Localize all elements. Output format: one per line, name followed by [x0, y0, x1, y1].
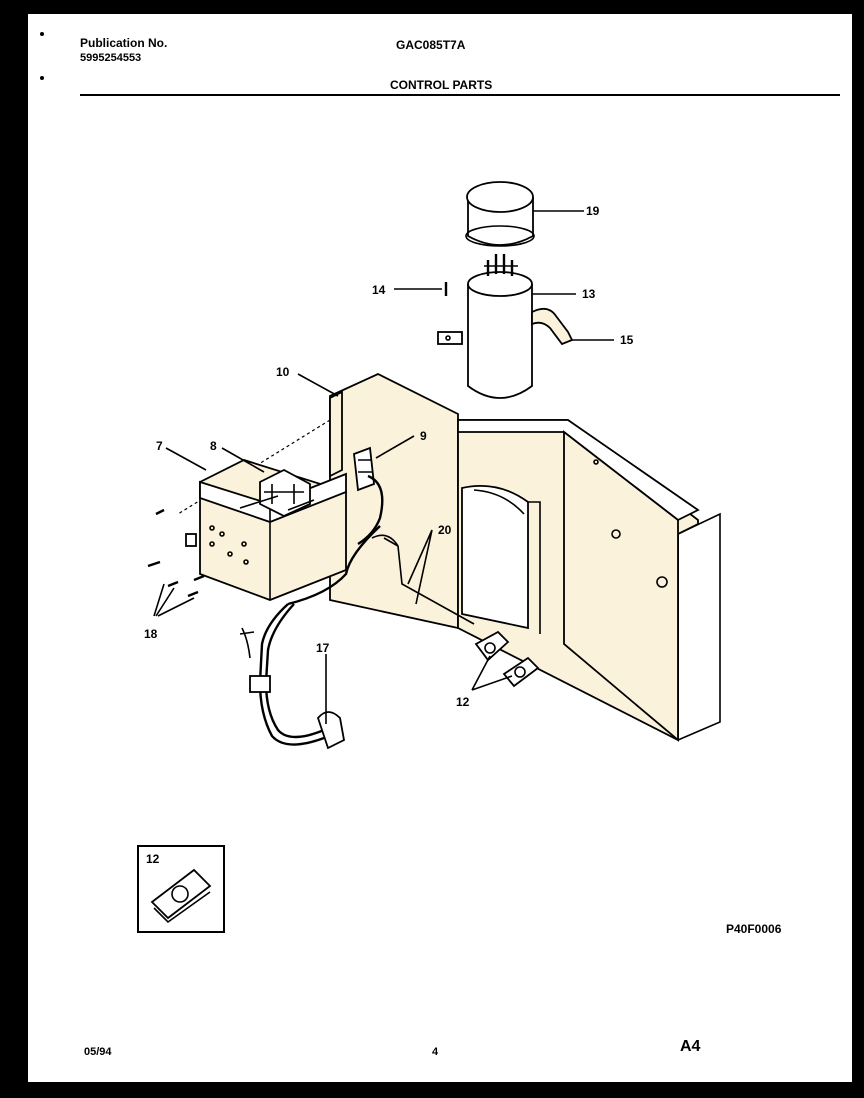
capacitor-cover	[465, 181, 535, 247]
thermostat	[353, 446, 384, 546]
callout-8: 8	[210, 439, 217, 453]
switch-bracket	[177, 390, 343, 515]
capacitor-strap	[531, 307, 574, 346]
callout-14: 14	[372, 283, 386, 297]
callout-13: 13	[582, 287, 596, 301]
publication-label: Publication No.	[80, 36, 168, 50]
callout-17: 17	[316, 641, 330, 655]
punch-mark	[40, 76, 44, 80]
model-number: GAC085T7A	[396, 38, 466, 52]
footer-code: A4	[680, 1038, 701, 1055]
inset-box: 12	[137, 845, 225, 933]
inset-callout-12: 12	[146, 852, 160, 866]
callout-12: 12	[456, 695, 470, 709]
selector-switch	[239, 468, 315, 517]
callout-7: 7	[156, 439, 163, 453]
header-rule	[80, 94, 840, 96]
callout-19: 19	[586, 204, 600, 218]
power-cord	[239, 603, 346, 750]
section-title: CONTROL PARTS	[390, 78, 493, 92]
callout-18: 18	[144, 627, 158, 641]
publication-number: 5995254553	[80, 52, 142, 64]
screws	[147, 508, 205, 617]
callout-9: 9	[420, 429, 427, 443]
drawing-code: P40F0006	[726, 922, 782, 936]
callout-20: 20	[438, 523, 452, 537]
punch-mark	[40, 32, 44, 36]
footer-date: 05/94	[84, 1046, 112, 1058]
grommet	[502, 656, 540, 688]
capacitor	[467, 254, 533, 399]
callout-15: 15	[620, 333, 634, 347]
page-number: 4	[432, 1046, 439, 1058]
grommet	[474, 630, 510, 662]
exploded-parts-diagram: 19 14 13 15 10 9 7 8 20 18 17 12 12	[137, 181, 721, 933]
parts-sheet: Publication No. 5995254553 GAC085T7A CON…	[28, 14, 852, 1082]
capacitor-bracket	[437, 282, 463, 345]
control-panel-housing	[329, 373, 721, 742]
callout-10: 10	[276, 365, 290, 379]
